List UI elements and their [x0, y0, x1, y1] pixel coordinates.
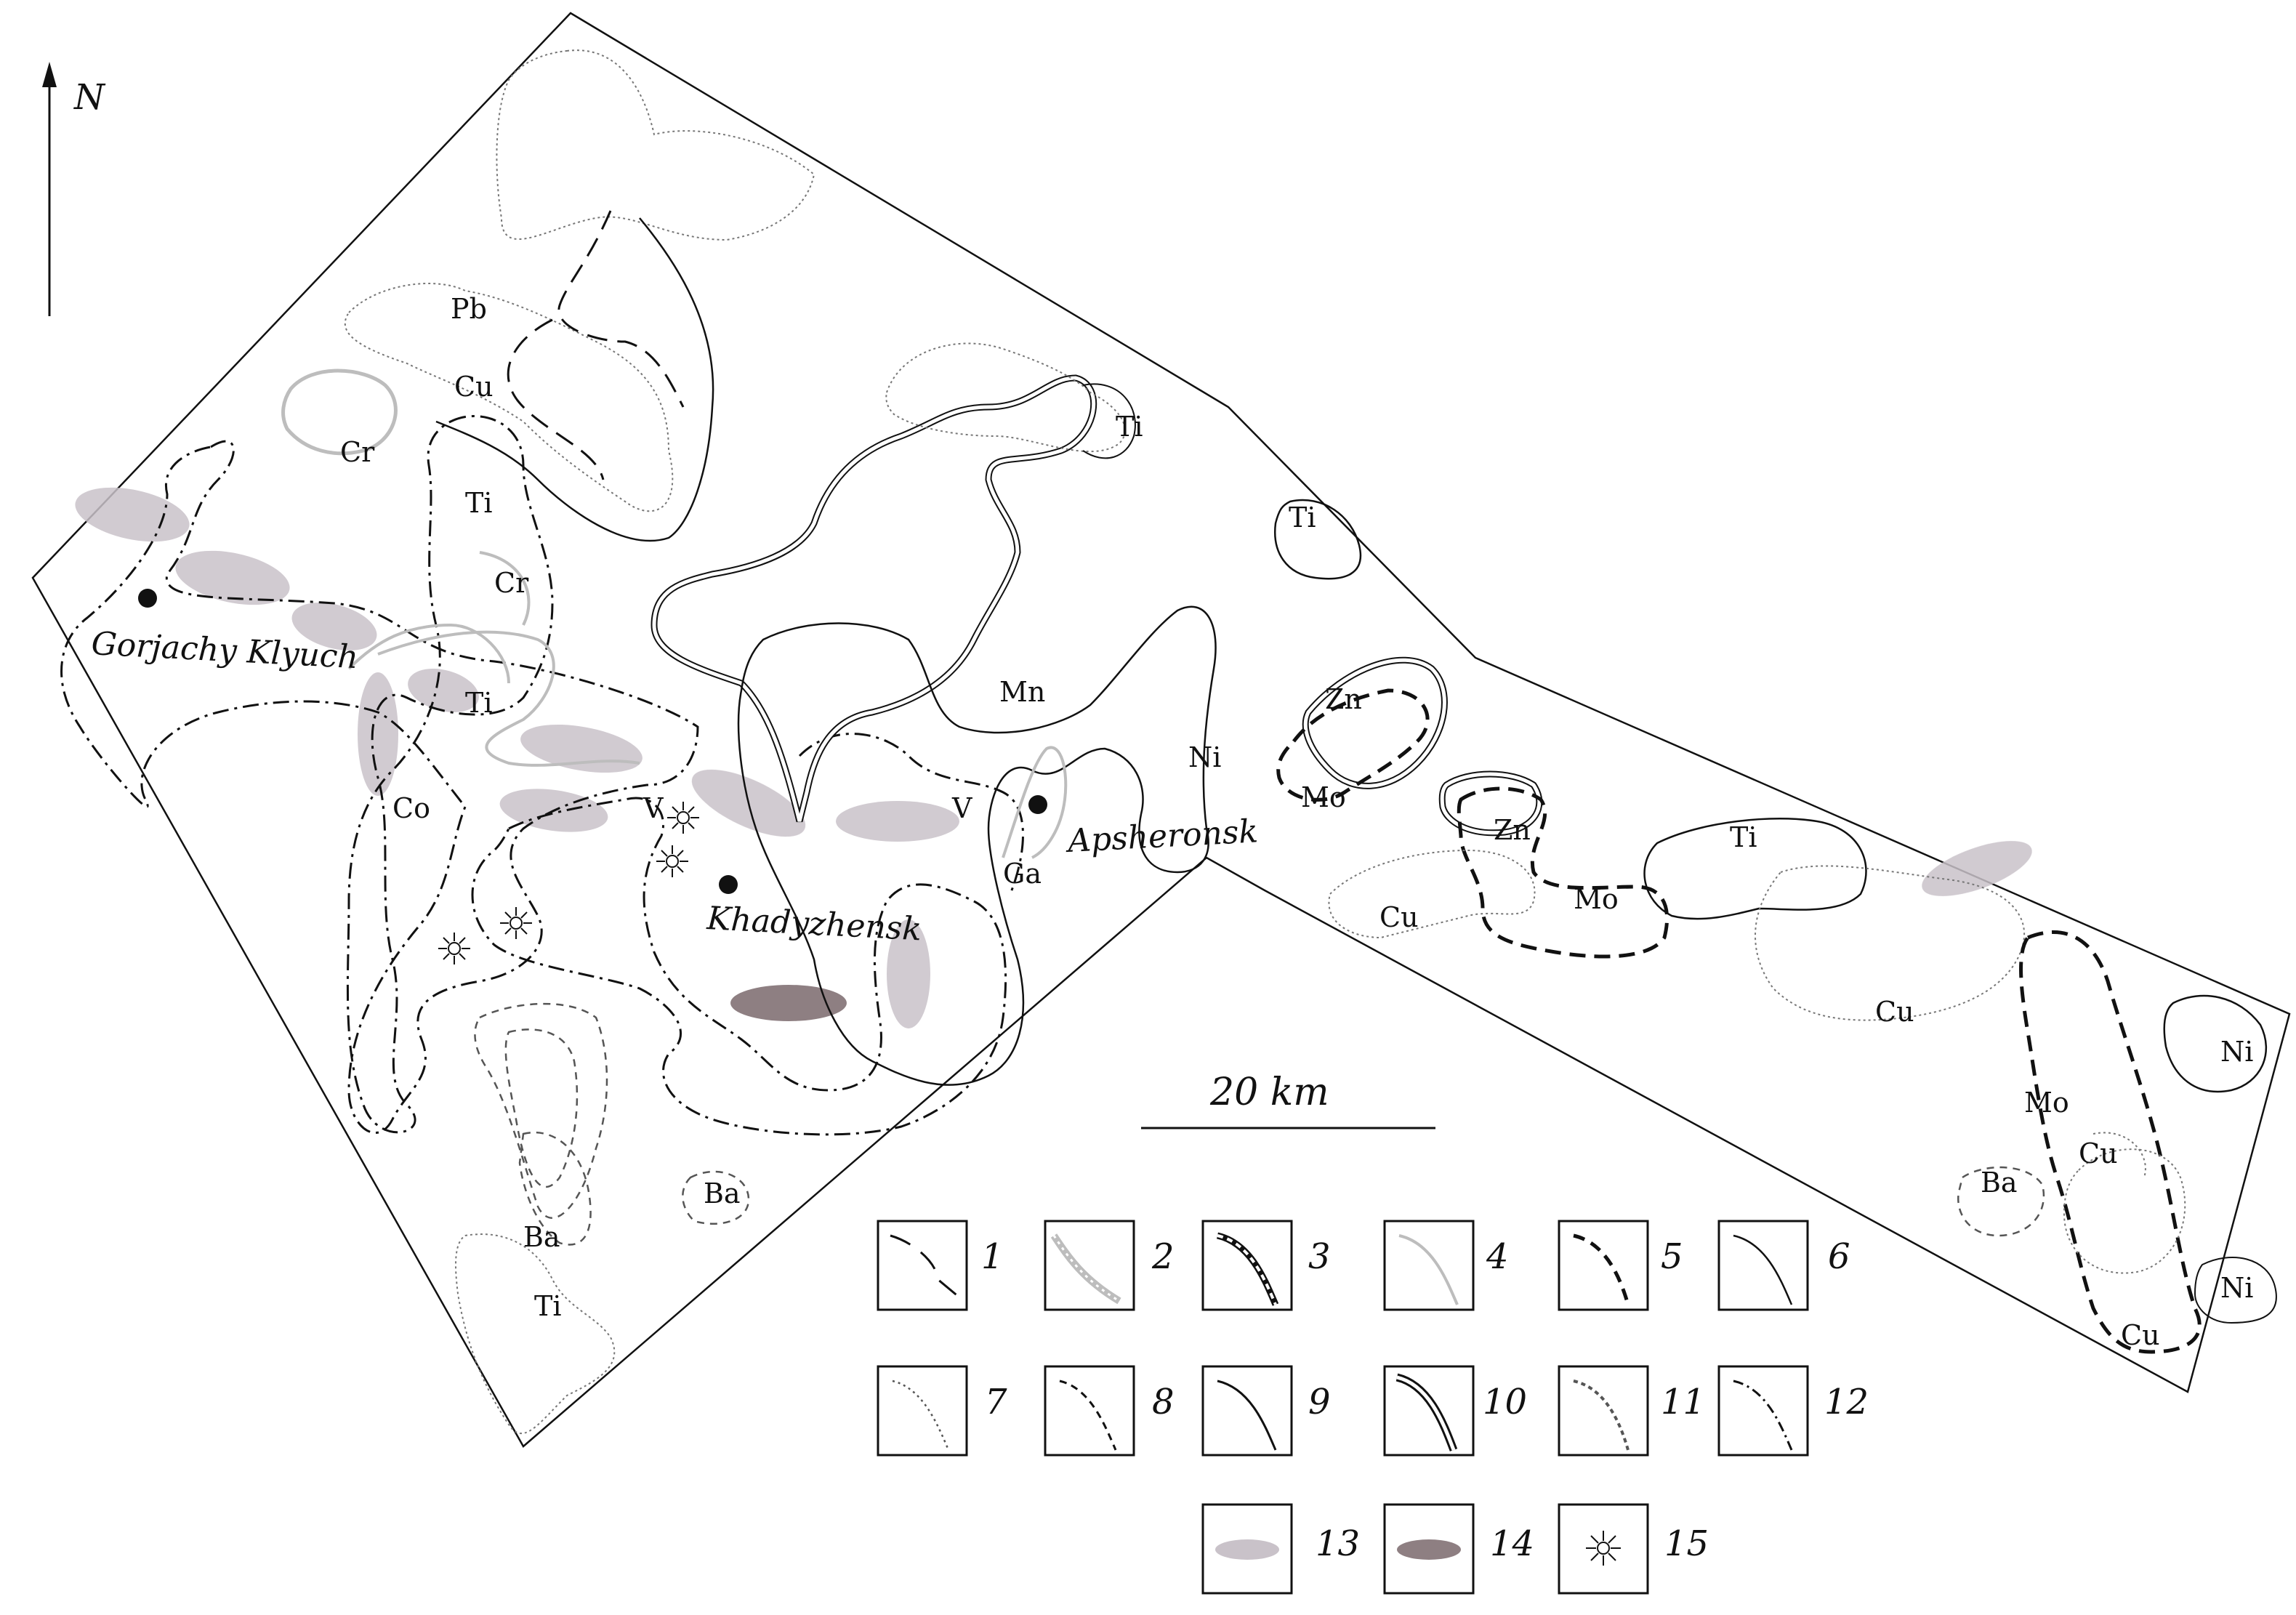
legend-item: 8 [1044, 1365, 1175, 1457]
element-label: Co [392, 792, 430, 824]
city-dot-icon [138, 589, 157, 608]
element-label: Cr [340, 436, 375, 468]
legend-item: 12 [1717, 1365, 1869, 1457]
svg-text:12: 12 [1824, 1382, 1869, 1422]
element-label: Ni [2220, 1036, 2253, 1068]
svg-text:9: 9 [1308, 1382, 1331, 1422]
city-label: Apsheronsk [1064, 813, 1259, 860]
svg-text:7: 7 [985, 1382, 1007, 1422]
element-label: Ti [1730, 821, 1757, 853]
legend-item: 4 [1383, 1220, 1509, 1311]
legend-item: 3 [1201, 1220, 1331, 1311]
element-label: Cr [494, 567, 529, 599]
legend-item: 15 [1558, 1503, 1709, 1595]
element-label: Mn [999, 676, 1045, 708]
legend-item: 1 [877, 1220, 1004, 1311]
element-label: V [643, 792, 664, 824]
legend-item: 9 [1201, 1365, 1331, 1457]
city-label: Khadyzhensk [705, 900, 922, 948]
element-label: Ba [523, 1221, 560, 1253]
element-label: Ti [1116, 411, 1143, 443]
svg-text:1: 1 [981, 1236, 1004, 1277]
starburst-icon [438, 802, 699, 964]
city-dot-icon [719, 875, 738, 894]
element-label: Cu [1379, 901, 1419, 933]
scale-label: 20 km [1209, 1071, 1329, 1114]
svg-text:2: 2 [1151, 1236, 1175, 1277]
svg-text:4: 4 [1486, 1236, 1509, 1277]
contours [60, 49, 2277, 1435]
element-label: Ti [1289, 502, 1316, 533]
element-label: Zn [1325, 683, 1362, 715]
element-label: Ba [704, 1177, 741, 1209]
legend: 1 2 3 4 5 6 [877, 1220, 1869, 1595]
svg-text:8: 8 [1152, 1382, 1175, 1422]
svg-text:3: 3 [1308, 1236, 1331, 1277]
north-arrow-icon [42, 62, 57, 316]
legend-item: 11 [1558, 1365, 1705, 1457]
element-label: Ni [1188, 741, 1221, 773]
element-label: Mo [1574, 883, 1619, 915]
element-label: Cu [2121, 1319, 2160, 1351]
element-label: Cu [454, 371, 494, 403]
element-label: Zn [1494, 814, 1531, 846]
element-label: Cu [1875, 996, 1914, 1028]
element-label: Ti [534, 1290, 562, 1322]
element-label: Ti [465, 487, 493, 519]
element-label: Ni [2220, 1272, 2253, 1304]
svg-text:13: 13 [1316, 1523, 1360, 1564]
svg-text:6: 6 [1828, 1236, 1850, 1277]
element-label: Cu [2079, 1137, 2118, 1169]
element-label: Mo [1301, 781, 1346, 813]
element-label: V [951, 792, 972, 824]
element-label: Ba [1981, 1167, 2018, 1199]
starburst-icon [1586, 1531, 1621, 1566]
legend-item: 7 [877, 1365, 1007, 1457]
legend-item: 10 [1383, 1365, 1527, 1457]
legend-item: 13 [1201, 1503, 1360, 1595]
svg-text:11: 11 [1661, 1382, 1705, 1422]
element-label: Ga [1003, 858, 1042, 890]
element-label: Mo [2024, 1087, 2069, 1119]
legend-item: 14 [1383, 1503, 1534, 1595]
anomaly-zones-light [75, 487, 2032, 1028]
svg-text:14: 14 [1490, 1523, 1534, 1564]
svg-text:5: 5 [1661, 1236, 1683, 1277]
legend-item: 5 [1558, 1220, 1683, 1311]
svg-text:10: 10 [1483, 1382, 1527, 1422]
svg-text:15: 15 [1664, 1523, 1709, 1564]
city-dot-icon [1028, 795, 1047, 814]
legend-item: 2 [1044, 1220, 1175, 1311]
anomaly-zone-dark [730, 985, 847, 1021]
element-labels: Pb Cu Cr Ti Cr Ti Co V V Mn Ni Ga Ti Ti … [340, 293, 2253, 1351]
element-label: Pb [451, 293, 487, 325]
region-boundary [31, 12, 2291, 1448]
element-label: Ti [465, 687, 493, 719]
legend-item: 6 [1717, 1220, 1850, 1311]
north-label: N [73, 77, 106, 118]
